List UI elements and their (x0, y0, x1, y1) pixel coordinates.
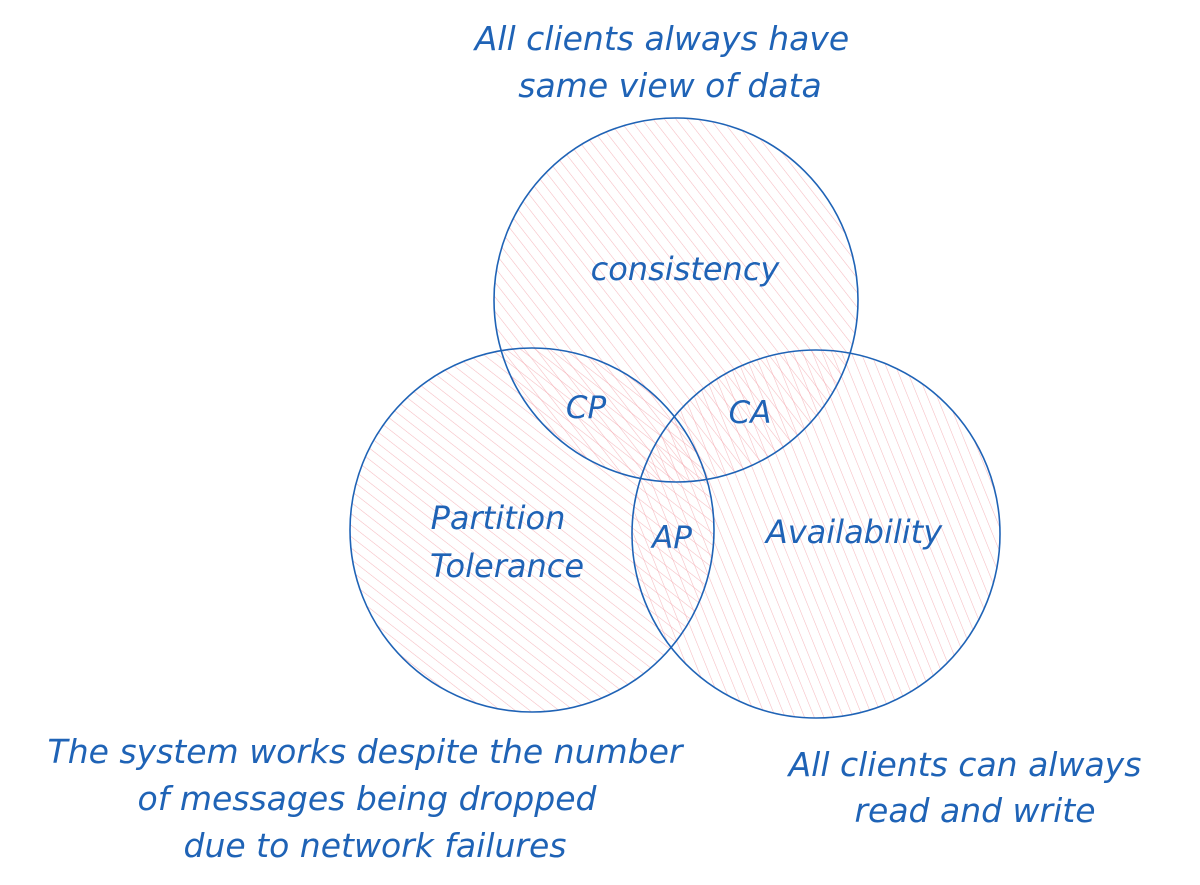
partition-description-line-1: The system works despite the number (48, 732, 685, 771)
partition-tolerance-circle (349, 347, 715, 713)
availability-description-line-1: All clients can always (787, 745, 1142, 784)
availability-description-line-2: read and write (854, 791, 1095, 830)
partition-tolerance-label-line-2: Tolerance (430, 547, 584, 585)
partition-tolerance-circle-fill (350, 348, 714, 712)
consistency-circle (493, 117, 859, 483)
partition-description-line-2: of messages being dropped (138, 779, 598, 818)
ca-intersection-label: CA (729, 395, 772, 431)
partition-tolerance-label-line-1: Partition (431, 499, 566, 537)
partition-description-line-3: due to network failures (184, 826, 567, 865)
consistency-description-line-1: All clients always have (473, 19, 850, 58)
consistency-label: consistency (591, 250, 781, 288)
availability-circle-fill (632, 350, 1000, 718)
ap-intersection-label: AP (650, 520, 692, 556)
availability-label: Availability (764, 513, 943, 551)
consistency-description-line-2: same view of data (518, 66, 821, 105)
availability-circle (631, 349, 1001, 719)
cp-intersection-label: CP (566, 390, 607, 426)
